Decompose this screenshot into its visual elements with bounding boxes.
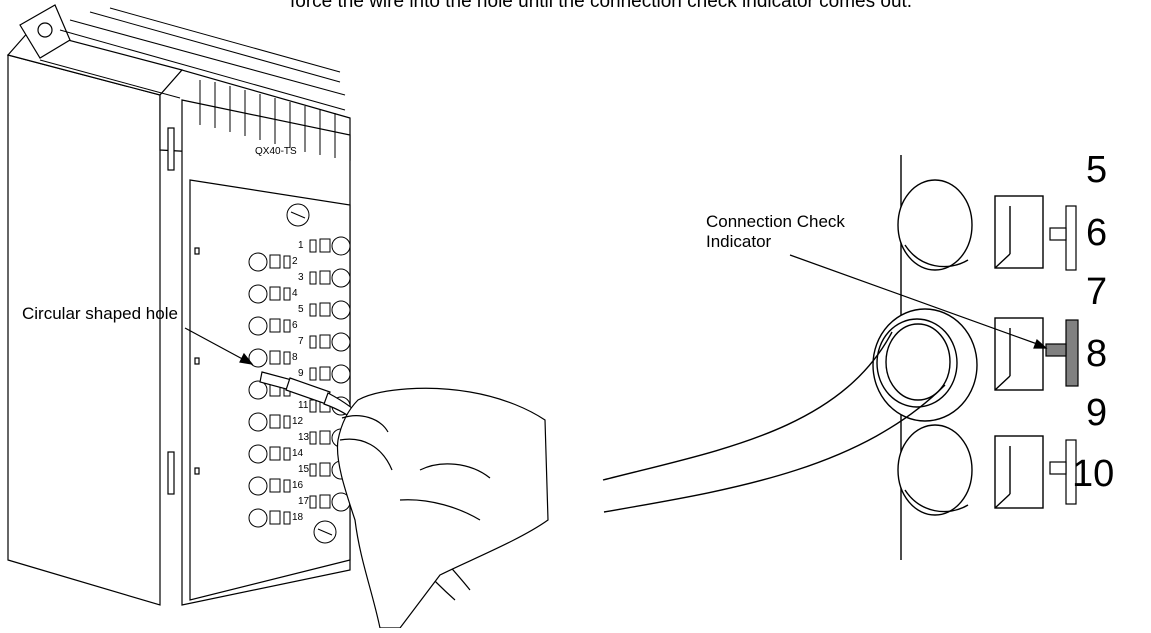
detail-number-8: 8 [1086,334,1107,374]
terminal-number: 6 [292,320,298,331]
indicator-label-line2: Indicator [706,232,771,252]
terminal-number: 18 [292,512,304,523]
detail-cable [603,324,950,512]
detail-number-10: 10 [1072,454,1114,494]
terminal-number: 3 [298,272,304,283]
top-screw [287,204,309,226]
indicator-normal-top [1050,206,1076,270]
bottom-screw [314,521,336,543]
detail-number-7: 7 [1086,272,1107,312]
terminal-number: 8 [292,352,298,363]
indicator-out-middle [1046,320,1078,386]
hole-label: Circular shaped hole [22,304,178,324]
terminal-number: 16 [292,480,304,491]
indicator-label-line1: Connection Check [706,212,845,232]
terminal-number: 2 [292,256,298,267]
detail-number-5: 5 [1086,150,1107,190]
hand [337,388,548,628]
terminal-number: 12 [292,416,304,427]
terminal-number: 7 [298,336,304,347]
terminal-number: 5 [298,304,304,315]
terminal-number: 15 [298,464,310,475]
detail-number-9: 9 [1086,393,1107,433]
terminal-number: 13 [298,432,310,443]
terminal-number: 4 [292,288,298,299]
terminal-number: 14 [292,448,304,459]
module-model-label: QX40-TS [255,146,297,157]
detail-number-6: 6 [1086,213,1107,253]
terminal-number: 11 [298,400,309,411]
instruction-caption: force the wire into the hole until the c… [290,0,912,13]
terminal-number: 1 [298,240,304,251]
terminal-number: 9 [298,368,304,379]
terminal-number: 17 [298,496,310,507]
